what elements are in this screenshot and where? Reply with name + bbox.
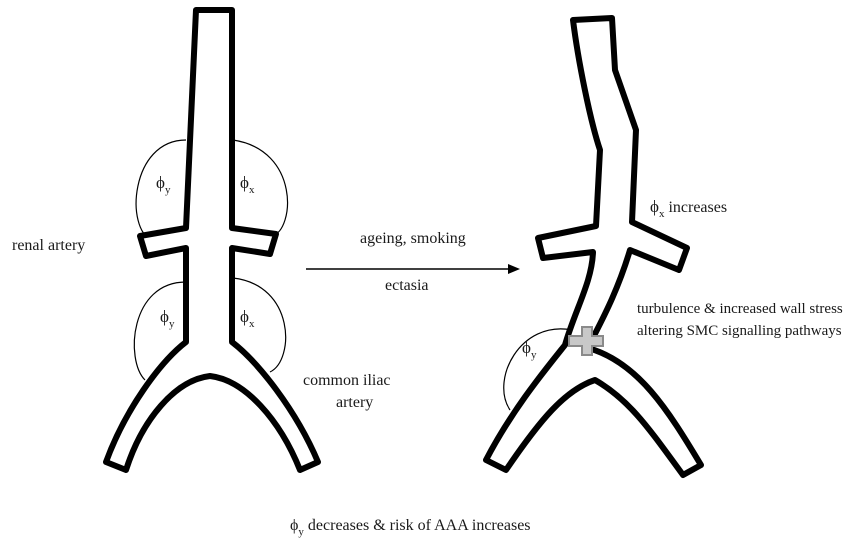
phi-symbol: ϕ [240,173,249,192]
phi-x-increases-label: ϕx increases [650,197,727,220]
phi-symbol: ϕ [522,338,531,357]
phi-symbol: ϕ [240,307,249,326]
arrow-top-label: ageing, smoking [360,230,466,247]
normal-aorta-vessel [106,10,318,470]
phi-y-right-label: ϕy [522,338,537,361]
arrow-bottom-label: ectasia [385,277,429,294]
aneurysm-aorta [486,18,701,475]
caption: ϕy decreases & risk of AAA increases [290,517,531,538]
phi-subscript: y [165,184,171,196]
common-iliac-label-line2: artery [336,394,373,411]
phi-x-increases-text: increases [664,199,727,216]
phi-subscript: y [531,349,537,361]
phi-symbol: ϕ [160,307,169,326]
phi-y-upper-left-label: ϕy [156,173,171,196]
phi-subscript: x [249,318,255,330]
renal-artery-label: renal artery [12,237,85,254]
phi-symbol: ϕ [156,173,165,192]
arrowhead-icon [508,264,520,274]
phi-x-lower-left-label: ϕx [240,307,255,330]
phi-subscript: y [169,318,175,330]
turbulence-label-line2: altering SMC signalling pathways [637,323,842,339]
turbulence-label-line1: turbulence & increased wall stress [637,301,843,317]
caption-text: decreases & risk of AAA increases [304,517,531,534]
phi-symbol: ϕ [650,197,659,216]
phi-symbol: ϕ [290,517,298,534]
phi-x-upper-left-label: ϕx [240,173,255,196]
transition-arrow [306,264,520,274]
phi-subscript: x [249,184,255,196]
normal-aorta [106,10,318,470]
aneurysm-aorta-vessel [486,18,701,475]
phi-y-lower-left-label: ϕy [160,307,175,330]
common-iliac-label-line1: common iliac [303,372,391,389]
